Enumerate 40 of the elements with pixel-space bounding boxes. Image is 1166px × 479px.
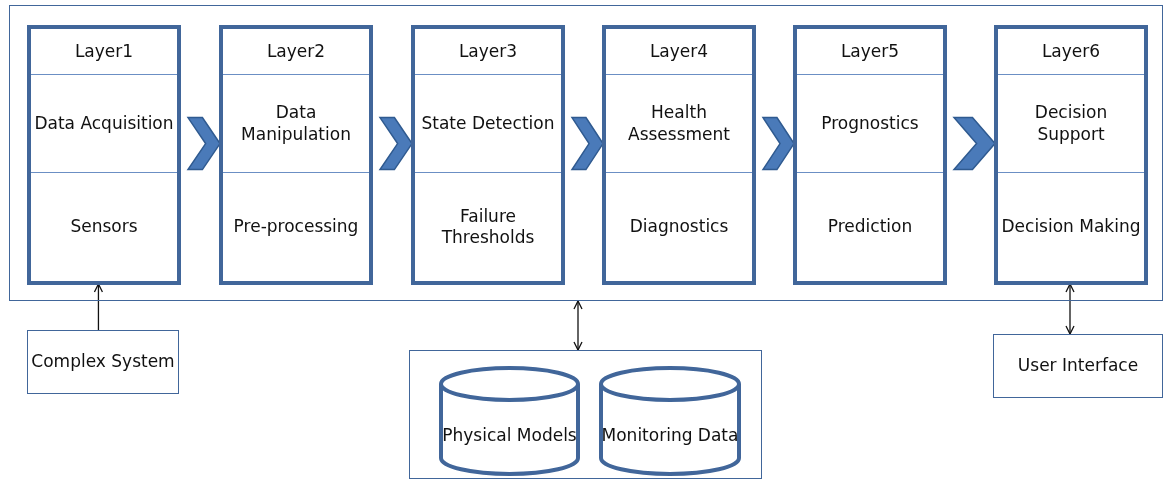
- layer-box: [411, 25, 565, 285]
- database-label: Physical Models: [442, 425, 577, 447]
- layer-box: [602, 25, 756, 285]
- system-box: [27, 330, 179, 394]
- layer-text: Decision Support: [1033, 102, 1109, 145]
- container-panel: [9, 5, 1163, 301]
- box-label: Complex System: [31, 351, 175, 373]
- layer-title: Layer1: [74, 40, 134, 63]
- layer-box: [994, 25, 1148, 285]
- storage-panel: [409, 350, 762, 479]
- layer-box: [219, 25, 373, 285]
- layer-text: Health Assessment: [627, 102, 731, 145]
- layer-title: Layer2: [266, 40, 326, 63]
- arrow: [93, 283, 104, 331]
- layer-text: Data Acquisition: [34, 112, 174, 135]
- system-box: [993, 334, 1163, 398]
- layer-box: [793, 25, 947, 285]
- layer-text: Decision Making: [1001, 216, 1141, 238]
- layer-title: Layer3: [458, 40, 518, 63]
- layer-text: Diagnostics: [629, 216, 729, 238]
- arrow: [1065, 283, 1075, 335]
- box-label: User Interface: [1017, 355, 1139, 377]
- chevron-arrow: [952, 116, 996, 171]
- layer-title: Layer5: [840, 40, 900, 63]
- layer-title: Layer4: [649, 40, 709, 63]
- arrow: [573, 300, 583, 351]
- layer-text: Pre-processing: [233, 216, 359, 238]
- chevron-arrow: [761, 116, 795, 171]
- chevron-arrow: [186, 116, 221, 171]
- chevron-arrow: [570, 116, 604, 171]
- layer-title: Layer6: [1041, 40, 1101, 63]
- layer-box: [27, 25, 181, 285]
- chevron-arrow: [378, 116, 413, 171]
- layer-text: Prognostics: [821, 112, 919, 135]
- layer-text: Data Manipulation: [240, 102, 352, 145]
- layer-text: Failure Thresholds: [440, 205, 536, 249]
- database-label: Monitoring Data: [601, 425, 739, 447]
- layer-text: Sensors: [70, 216, 138, 238]
- layer-text: Prediction: [827, 216, 913, 238]
- layer-text: State Detection: [421, 112, 555, 135]
